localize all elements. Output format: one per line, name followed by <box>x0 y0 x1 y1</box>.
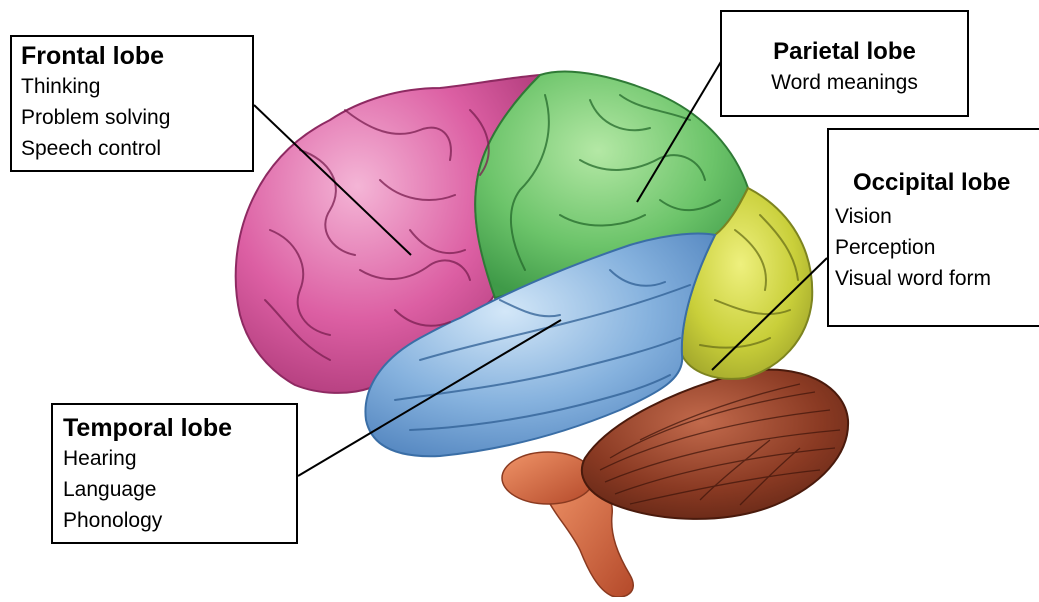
frontal-function-2: Problem solving <box>21 102 252 133</box>
temporal-function-3: Phonology <box>63 505 296 536</box>
pons <box>502 452 594 504</box>
occipital-lobe-title: Occipital lobe <box>835 168 1039 198</box>
occipital-function-3: Visual word form <box>835 263 1039 294</box>
frontal-lobe-title: Frontal lobe <box>21 41 252 71</box>
temporal-lobe-title: Temporal lobe <box>63 413 296 443</box>
parietal-lobe-title: Parietal lobe <box>722 37 967 67</box>
occipital-function-1: Vision <box>835 201 1039 232</box>
temporal-function-2: Language <box>63 474 296 505</box>
parietal-lobe-label: Parietal lobe Word meanings <box>720 10 969 117</box>
temporal-lobe-label: Temporal lobe Hearing Language Phonology <box>51 403 298 544</box>
frontal-function-1: Thinking <box>21 71 252 102</box>
occipital-lobe-label: Occipital lobe Vision Perception Visual … <box>827 128 1039 327</box>
frontal-lobe-label: Frontal lobe Thinking Problem solving Sp… <box>10 35 254 172</box>
parietal-function-1: Word meanings <box>722 67 967 98</box>
occipital-function-2: Perception <box>835 232 1039 263</box>
frontal-function-3: Speech control <box>21 133 252 164</box>
temporal-function-1: Hearing <box>63 443 296 474</box>
